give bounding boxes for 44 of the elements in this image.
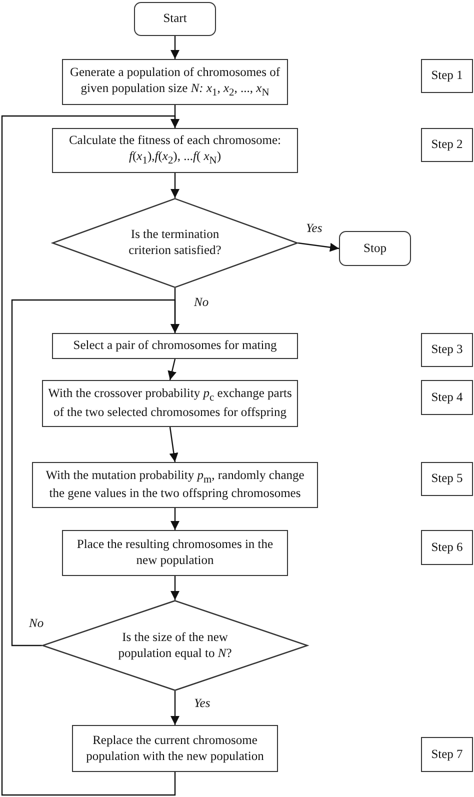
box-text: Step 4: [430, 390, 464, 406]
step-box: [421, 333, 473, 367]
arrow: [168, 358, 176, 380]
process-box: [421, 737, 473, 772]
box-text: Step 6: [430, 540, 464, 556]
box-text: Calculate the fitness of each chromosome: f(x$_{1}$),f(x$_{2}$), ...f( x$_{N}$): [68, 133, 282, 168]
box-text: With the crossover probability p$_{c}$ exchange parts of the two selected chromosomes for offspring: [47, 386, 293, 421]
box-text: Step 3: [430, 342, 464, 358]
step-box: [421, 128, 473, 162]
decision-text: Is the size of the new population equal to N?: [117, 630, 233, 662]
terminal-box: [134, 2, 216, 36]
decision-text: Is the termination criterion satisfied?: [128, 227, 222, 259]
box-text: Replace the current chromosome population with the new population: [85, 732, 265, 764]
box-text: Select a pair of chromosomes for mating: [72, 338, 278, 354]
arrow: [170, 691, 180, 725]
arrow: [170, 576, 180, 600]
arrow: [170, 173, 180, 198]
box-text: Place the resulting chromosomes in the new population: [76, 537, 274, 569]
process-box: [52, 333, 298, 359]
box-text: Step 7: [430, 746, 464, 762]
process-box: [72, 725, 278, 772]
arrow: [170, 36, 180, 59]
process-box: [62, 59, 288, 105]
box-text: Step 2: [430, 137, 464, 153]
box-text: Stop: [362, 240, 388, 256]
step-box: [421, 462, 473, 496]
arrow: [170, 508, 180, 530]
process-box: [62, 530, 288, 576]
process-box: [52, 128, 298, 173]
box-text: With the mutation probability p$_{m}$, randomly change the gene values in the two offspring chromosomes: [44, 468, 306, 502]
arrow: [1, 115, 180, 796]
arrow: [169, 426, 178, 462]
arrow: [298, 242, 340, 252]
box-text: Generate a population of chromosomes of given population size N: x$_{1}$, x$_{2}$, ..., x$_{N}$: [68, 64, 281, 100]
step-box: [421, 59, 473, 93]
step-box: [421, 380, 473, 415]
box-text: Start: [162, 11, 188, 27]
process-box: [42, 380, 298, 427]
step-box: [421, 530, 473, 565]
process-box: [32, 462, 318, 508]
terminal-box: [339, 231, 411, 266]
box-text: Step 5: [430, 471, 464, 487]
arrow: [11, 299, 180, 646]
box-text: Step 1: [430, 68, 464, 84]
